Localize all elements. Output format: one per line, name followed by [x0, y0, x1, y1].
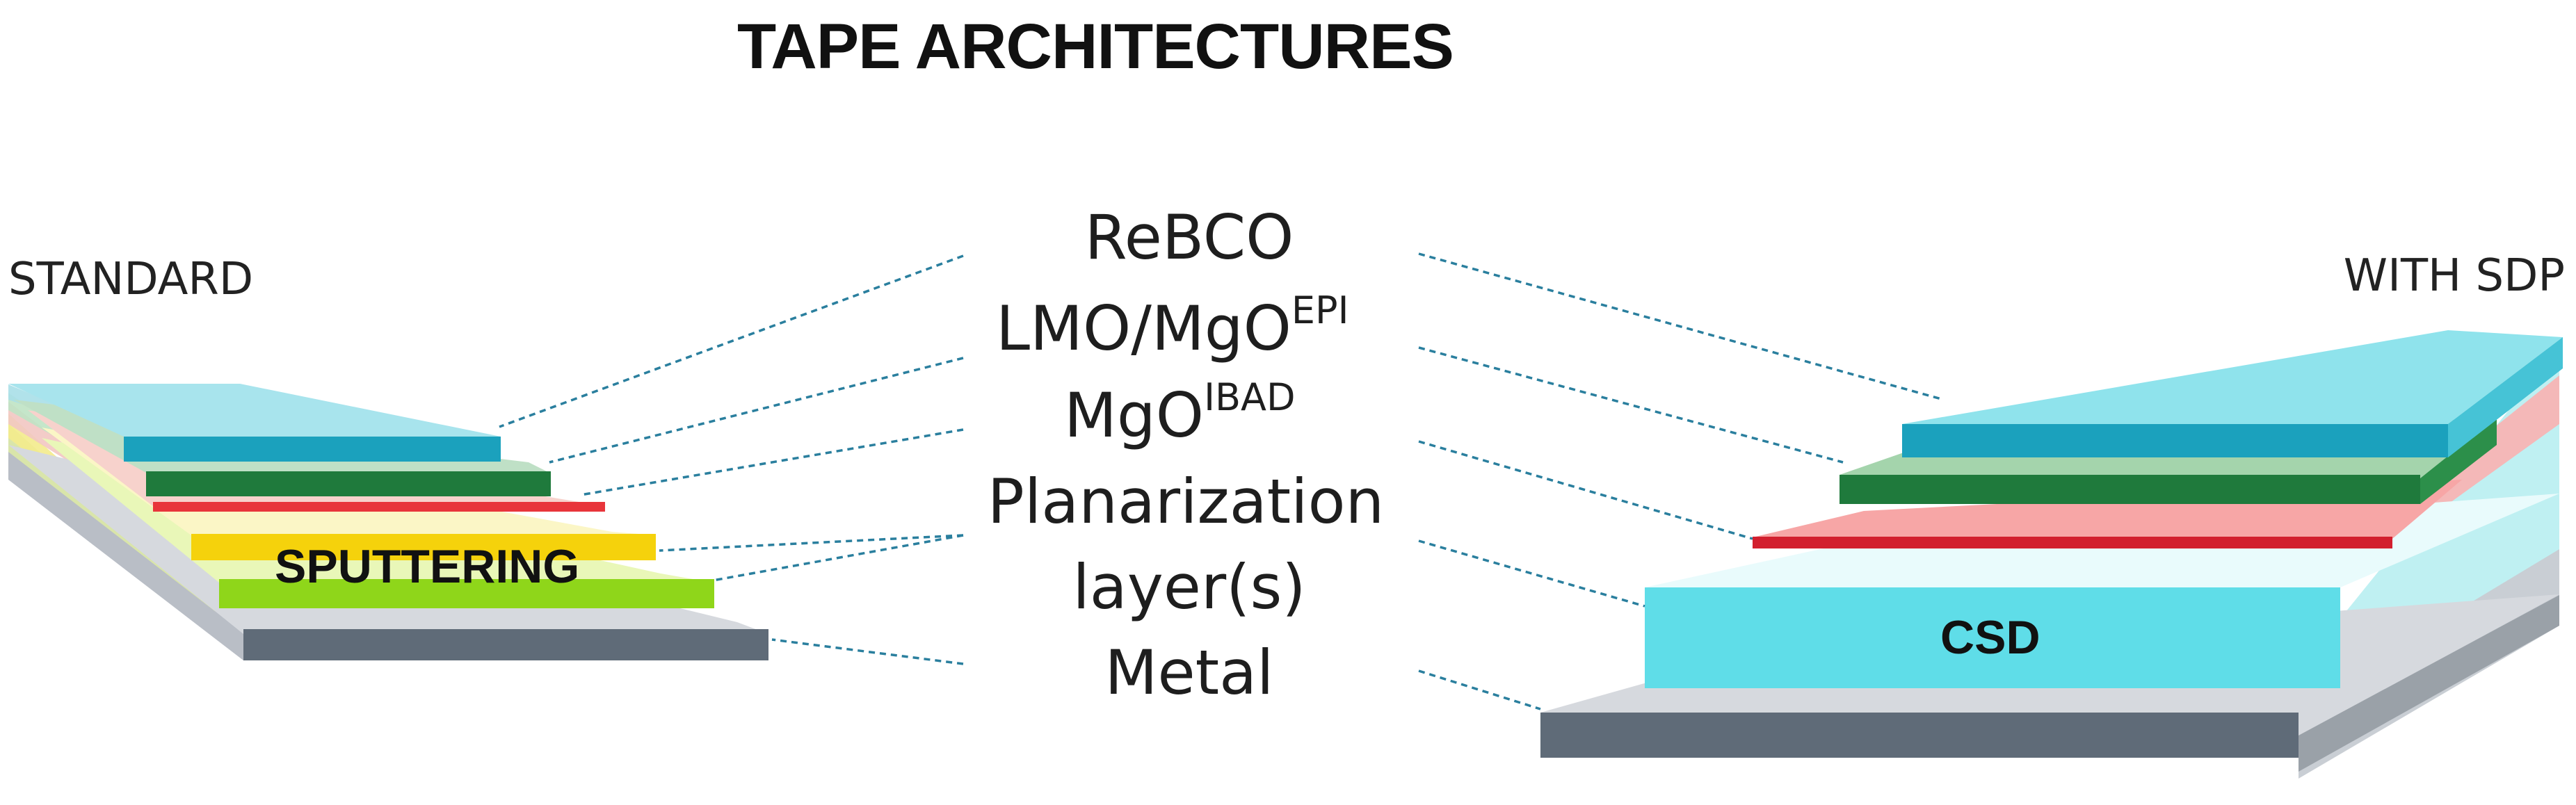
standard-rebco-layer — [124, 437, 501, 462]
label-rebco: ReBCO — [1085, 202, 1294, 273]
sdp-lmo-layer — [1840, 475, 2420, 504]
standard-lmo-layer — [146, 471, 551, 496]
standard-sputter-green-layer — [219, 579, 714, 608]
leader-lines — [499, 252, 1945, 710]
label-metal: Metal — [1105, 637, 1274, 708]
label-lmo-mgo-epi: LMO/MgOEPI — [996, 288, 1349, 364]
with-sdp-label: WITH SDP — [2344, 250, 2565, 302]
label-mgo-ibad: MgOIBAD — [1064, 375, 1296, 451]
sdp-csd-layer — [1645, 587, 2340, 688]
standard-label: STANDARD — [8, 254, 253, 305]
sdp-rebco-layer — [1902, 424, 2448, 457]
standard-metal-layer — [243, 629, 768, 660]
label-planarization: Planarization — [988, 466, 1384, 537]
sdp-mgo-ibad-layer — [1753, 537, 2392, 548]
sdp-metal-layer — [1540, 713, 2299, 758]
diagram-title: TAPE ARCHITECTURES — [737, 11, 1454, 82]
standard-tape: SPUTTERING — [8, 384, 768, 660]
sputtering-label: SPUTTERING — [275, 540, 579, 593]
standard-mgo-ibad-layer — [153, 502, 605, 512]
csd-label: CSD — [1940, 611, 2040, 664]
sdp-tape: CSD — [1540, 330, 2563, 779]
label-layers: layer(s) — [1072, 551, 1305, 623]
layer-labels: ReBCO LMO/MgOEPI MgOIBAD Planarization l… — [988, 202, 1384, 708]
standard-sputter-yellow-layer — [191, 534, 656, 560]
